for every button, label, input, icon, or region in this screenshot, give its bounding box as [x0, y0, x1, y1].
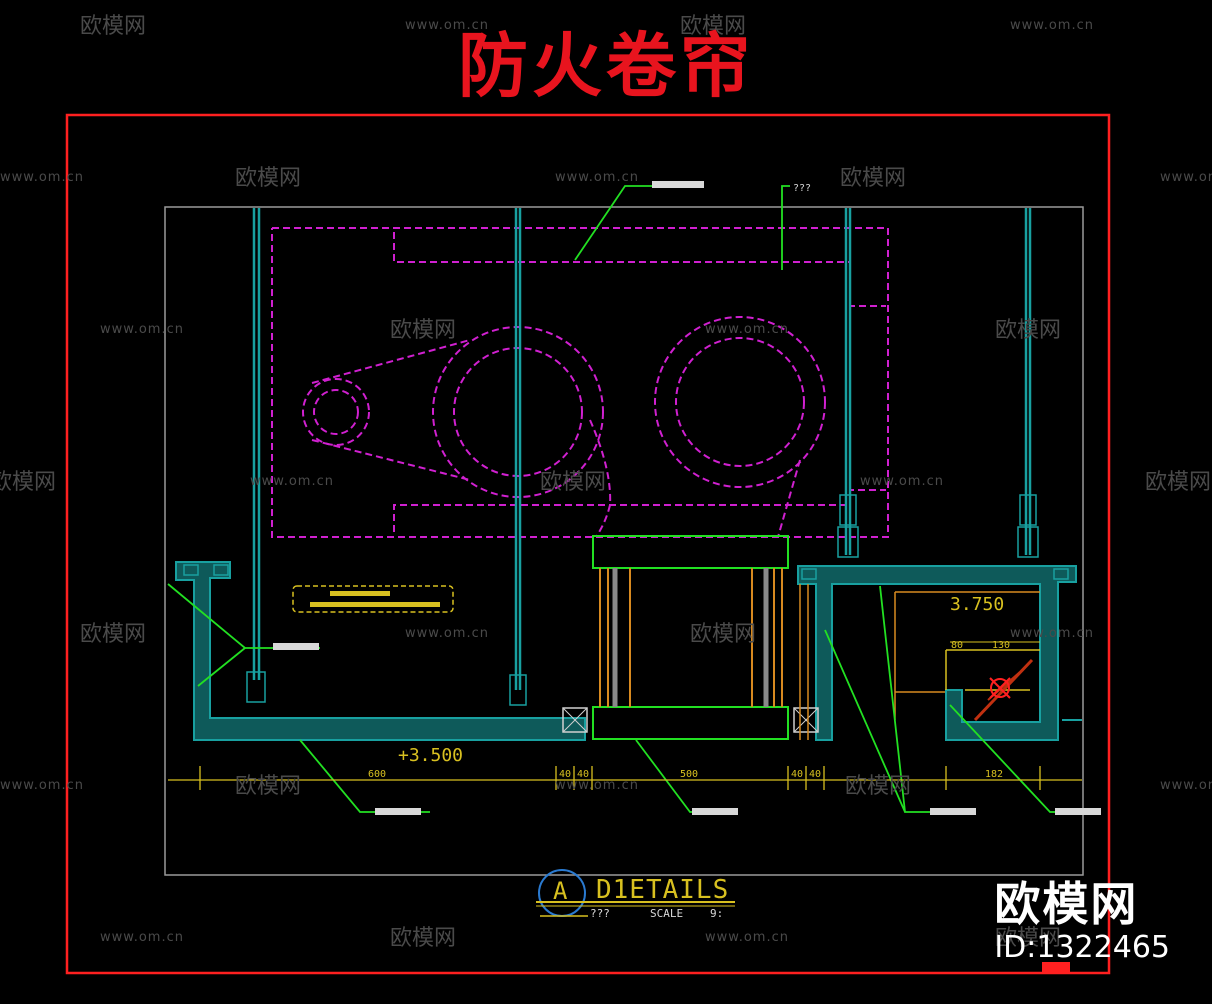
dim-40c: 40: [791, 769, 803, 780]
watermark-logo: 欧模网: [540, 470, 607, 495]
watermark-url: www.om.cn: [0, 778, 84, 793]
brand-block: 欧模网 ID:1322465: [994, 878, 1170, 966]
dimension-labels: 600 40 40 500 40 40 182 80 130: [368, 640, 1010, 780]
watermark-url: www.om.cn: [1010, 626, 1094, 641]
watermark-url: www.om.cn: [555, 170, 639, 185]
watermark-logo: 欧模网: [840, 166, 907, 191]
detail-marker: A: [553, 877, 568, 905]
rolling-shutter-housing: [271, 227, 889, 538]
note-box: [292, 585, 454, 613]
watermark-url: www.om.cn: [705, 322, 789, 337]
watermark-url: www.om.cn: [860, 474, 944, 489]
shutter-box: [562, 535, 819, 740]
watermark-url: www.om.cn: [0, 170, 84, 185]
dim-500: 500: [680, 769, 698, 780]
watermark-logo: 欧模网: [235, 166, 302, 191]
detail-title-block: A D1ETAILS ??? SCALE 9:: [536, 869, 735, 920]
watermark-logo: 欧模网: [0, 470, 57, 495]
watermark-logo: 欧模网: [235, 774, 302, 799]
watermark-url: www.om.cn: [250, 474, 334, 489]
watermark-logo: 欧模网: [845, 774, 912, 799]
brand-name: 欧模网: [994, 877, 1139, 931]
red-corner-tab: [1042, 962, 1070, 972]
watermark-url: www.om.cn: [1160, 778, 1212, 793]
outer-red-frame: [65, 113, 1111, 975]
elevation-right: 3.750: [950, 594, 1004, 615]
drive-drum: [432, 326, 604, 498]
unknown-label: ???: [793, 183, 811, 194]
watermark-logo: 欧模网: [390, 926, 457, 951]
dim-40d: 40: [809, 769, 821, 780]
watermark-url: www.om.cn: [405, 626, 489, 641]
inner-gray-frame: [164, 206, 1084, 876]
dimension-line: [168, 766, 1082, 790]
watermark-url: www.om.cn: [100, 930, 184, 945]
small-pulley: [302, 378, 370, 446]
leader-labels: [273, 181, 1101, 815]
watermark-logo: 欧模网: [995, 926, 1062, 951]
right-detail-bracket: [894, 591, 1040, 722]
scale-label: SCALE: [650, 907, 683, 920]
detail-sub: ???: [590, 907, 610, 920]
watermark-logo: 欧模网: [690, 622, 757, 647]
watermark-url: www.om.cn: [1010, 18, 1094, 33]
brand-id: ID:1322465: [994, 930, 1170, 965]
dim-80: 80: [951, 640, 963, 651]
watermark-logo: 欧模网: [80, 14, 147, 39]
watermark-url: www.om.cn: [405, 18, 489, 33]
page-title: 防火卷帘: [458, 24, 754, 107]
suspension-rods: [246, 208, 1039, 706]
shutter-drum: [654, 316, 826, 488]
watermark-url: www.om.cn: [1160, 170, 1212, 185]
watermark-url: www.om.cn: [100, 322, 184, 337]
watermark-url: www.om.cn: [705, 930, 789, 945]
watermark-logo: 欧模网: [390, 318, 457, 343]
watermark-logo: 欧模网: [680, 14, 747, 39]
watermark-logo: 欧模网: [80, 622, 147, 647]
left-ceiling-section: [175, 561, 586, 741]
watermark-url: www.om.cn: [555, 778, 639, 793]
dim-130: 130: [992, 640, 1010, 651]
watermark-logo: 欧模网: [995, 318, 1062, 343]
right-ceiling-section: [797, 565, 1082, 741]
dim-40a: 40: [559, 769, 571, 780]
watermark-logo: 欧模网: [1145, 470, 1212, 495]
scale-value: 9:: [710, 907, 723, 920]
dim-182: 182: [985, 769, 1003, 780]
detail-title: D1ETAILS: [596, 875, 729, 905]
dim-600: 600: [368, 769, 386, 780]
dim-40b: 40: [577, 769, 589, 780]
elevation-left: +3.500: [398, 745, 463, 766]
